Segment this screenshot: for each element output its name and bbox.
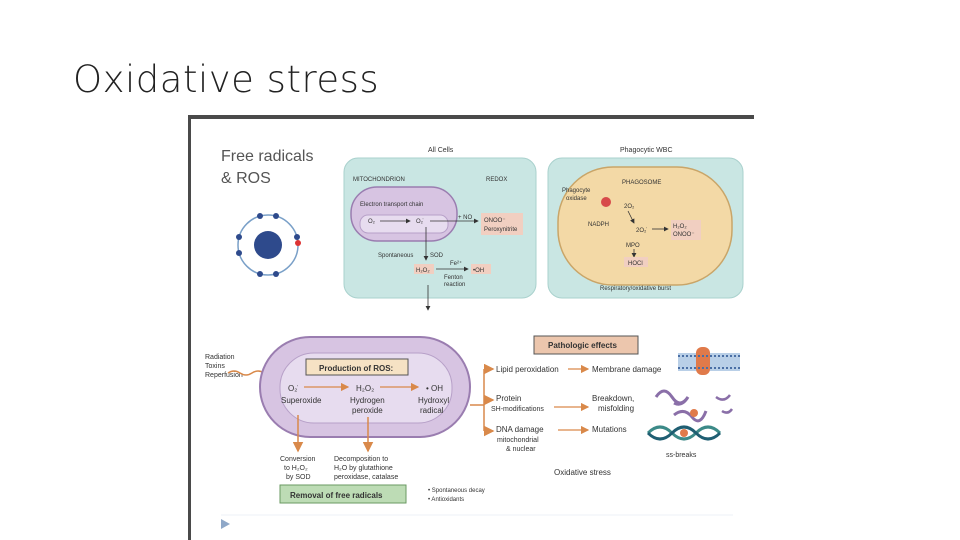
- pathologic-box: [533, 335, 639, 355]
- redox-label: REDOX: [486, 177, 507, 183]
- onoo-box: [481, 213, 523, 235]
- phagosome-label: PHAGOSOME: [622, 180, 661, 186]
- oxidase-label: oxidase: [566, 196, 587, 202]
- burst-label: Respiratory/oxidative burst: [600, 286, 671, 292]
- superoxide-label: O₂̇: [416, 219, 424, 225]
- phago-superoxide-label: 2O₂̇: [636, 228, 647, 234]
- production-box: [305, 358, 409, 376]
- diagram-svg: Free radicals & ROS All Cells MITOCHONDR…: [205, 147, 744, 529]
- atom-icon: [236, 213, 301, 277]
- dna-label: DNA damage: [496, 425, 544, 434]
- protein-label: Protein: [496, 394, 521, 403]
- phago-h2o2-label: H₂O₂: [673, 224, 687, 230]
- oxidase-icon: [601, 197, 611, 207]
- figure-title-line2: & ROS: [221, 170, 271, 187]
- reaction-label: reaction: [444, 282, 465, 288]
- slide-title: Oxidative stress: [73, 58, 380, 101]
- mito-nuclear-1: mitochondrial: [497, 437, 539, 444]
- phagocytic-label: Phagocytic WBC: [620, 147, 673, 154]
- figure-left-border: [188, 115, 191, 540]
- decomposition-line2: H₂O by glutathione: [334, 465, 393, 472]
- no-label: + NO: [458, 215, 473, 221]
- onoo-label: ONOO⁻: [484, 218, 506, 224]
- membrane-label: Membrane damage: [592, 365, 662, 374]
- h2o2-label: H₂O₂: [416, 268, 430, 274]
- fenton-label: Fenton: [444, 275, 463, 281]
- peroxynitrite-label: Peroxynitrite: [484, 227, 518, 233]
- oxidative-stress-figure: Free radicals & ROS All Cells MITOCHONDR…: [188, 115, 754, 540]
- production-title: Production of ROS:: [319, 364, 393, 373]
- mitochondrion-label: MITOCHONDRION: [353, 177, 405, 183]
- phago-o2-label: 2O₂: [624, 204, 635, 210]
- phagosome-shape: [557, 166, 733, 286]
- conversion-line2: to H₂O₂: [284, 465, 308, 472]
- conversion-line3: by SOD: [286, 474, 311, 481]
- mpo-label: MPO: [626, 243, 640, 249]
- hocl-label: HOCl: [628, 261, 643, 267]
- prod-h2o2-symbol: H₂O₂: [356, 384, 374, 393]
- oh-label: •OH: [473, 268, 484, 274]
- breakdown-label-2: misfolding: [598, 404, 634, 413]
- oh-box: [471, 264, 491, 274]
- removal-note-2: • Antioxidants: [428, 497, 464, 503]
- prod-superoxide: Superoxide: [281, 396, 322, 405]
- phago-o2-arrow: [627, 210, 635, 224]
- h2o2-box: [414, 264, 434, 274]
- figure-title-line1: Free radicals: [221, 148, 313, 165]
- membrane-icon: [678, 347, 740, 375]
- etc-label: Electron transport chain: [360, 202, 423, 208]
- radiation-label: Radiation: [205, 354, 235, 361]
- removal-label: Removal of free radicals: [290, 491, 383, 500]
- removal-note-1: • Spontaneous decay: [428, 488, 485, 494]
- nadph-label: NADPH: [588, 222, 609, 228]
- mito-nuclear-2: & nuclear: [506, 446, 536, 453]
- figure-top-border: [188, 115, 754, 119]
- toxins-label: Toxins: [205, 363, 225, 370]
- reperfusion-label: Reperfusion: [205, 372, 243, 379]
- dna-helix-icon: [646, 425, 722, 441]
- sh-mods-label: SH-modifications: [491, 406, 544, 413]
- misfolded-protein-icon: [654, 389, 734, 423]
- prod-h2o2-name-1: Hydrogen: [350, 396, 385, 405]
- conversion-line1: Conversion: [280, 456, 316, 463]
- oxidative-stress-label: Oxidative stress: [554, 468, 611, 477]
- phago-onoo-label: ONOO⁻: [673, 232, 695, 238]
- pathologic-title: Pathologic effects: [548, 341, 617, 350]
- sod-label: SOD: [430, 253, 444, 259]
- decomposition-line3: peroxidase, catalase: [334, 474, 398, 481]
- prod-oh-name-2: radical: [420, 406, 444, 415]
- hocl-box: [624, 257, 648, 267]
- slide-nav-marker-icon: [221, 519, 230, 529]
- breakdown-label-1: Breakdown,: [592, 394, 634, 403]
- spontaneous-label: Spontaneous: [378, 253, 413, 259]
- phago-products-box: [671, 220, 701, 240]
- decomposition-line1: Decomposition to: [334, 456, 388, 463]
- removal-box: [279, 484, 407, 504]
- prod-oh-symbol: • OH: [426, 384, 443, 393]
- all-cells-label: All Cells: [428, 147, 454, 154]
- prod-o2-symbol: O₂̇: [288, 384, 298, 393]
- mutations-label: Mutations: [592, 425, 627, 434]
- phagocyte-label: Phagocyte: [562, 188, 591, 194]
- prod-oh-name-1: Hydroxyl: [418, 396, 449, 405]
- prod-h2o2-name-2: peroxide: [352, 406, 383, 415]
- ss-breaks-label: ss-breaks: [666, 452, 697, 459]
- o2-label: O₂: [368, 219, 376, 225]
- lipid-label: Lipid peroxidation: [496, 365, 559, 374]
- fe-label: Fe²⁺: [450, 260, 462, 267]
